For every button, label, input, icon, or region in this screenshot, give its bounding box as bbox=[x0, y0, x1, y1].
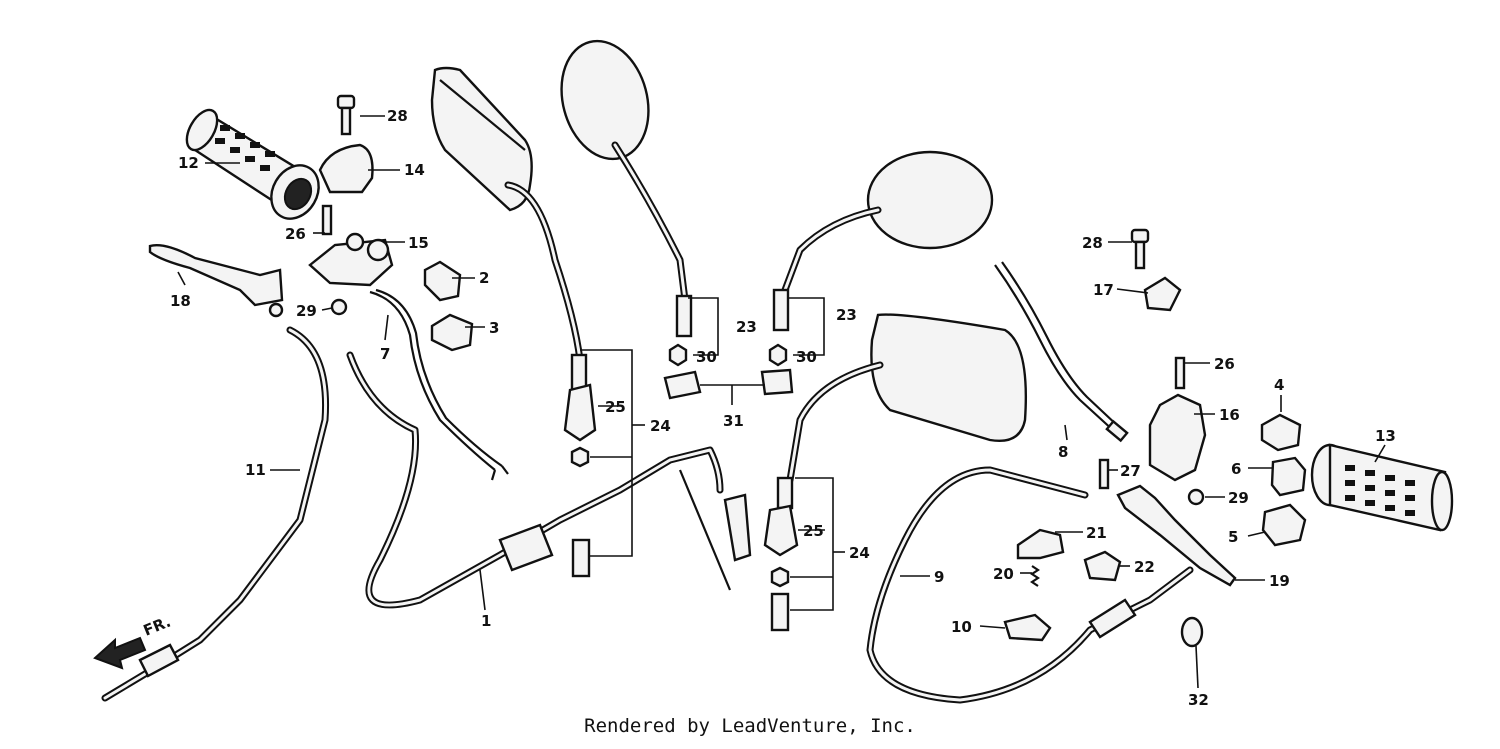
nut-30-left bbox=[668, 343, 688, 367]
nut-30-right bbox=[768, 343, 788, 367]
callout-23-left: 23 bbox=[736, 318, 757, 336]
callout-6: 6 bbox=[1231, 460, 1241, 478]
clamp-10 bbox=[1003, 613, 1052, 642]
screw-26-right bbox=[1174, 356, 1186, 390]
boot-25-right bbox=[763, 504, 799, 557]
callout-28-left: 28 bbox=[387, 107, 408, 125]
switch-3 bbox=[430, 313, 474, 352]
nut-24-left bbox=[570, 446, 590, 468]
callout-15: 15 bbox=[408, 234, 429, 252]
brake-lever-19 bbox=[1116, 484, 1237, 587]
callout-21: 21 bbox=[1086, 524, 1107, 542]
callout-22: 22 bbox=[1134, 558, 1155, 576]
callout-26-left: 26 bbox=[285, 225, 306, 243]
callout-27: 27 bbox=[1120, 462, 1141, 480]
callout-14: 14 bbox=[404, 161, 425, 179]
switch-harness-7 bbox=[369, 288, 509, 481]
render-credit: Rendered by LeadVenture, Inc. bbox=[584, 715, 916, 737]
boot-25-left bbox=[563, 383, 597, 442]
callout-30-right: 30 bbox=[796, 348, 817, 366]
callout-13: 13 bbox=[1375, 427, 1396, 445]
switch-cover-14 bbox=[318, 143, 374, 194]
spring-20 bbox=[1030, 565, 1040, 587]
screw-26-left bbox=[321, 204, 333, 236]
callout-5: 5 bbox=[1228, 528, 1238, 546]
callout-29-left: 29 bbox=[296, 302, 317, 320]
callout-25-right: 25 bbox=[803, 522, 824, 540]
nut-29-right bbox=[1187, 488, 1205, 506]
left-grip bbox=[185, 108, 320, 220]
nut-24-right bbox=[770, 566, 790, 588]
lever-pivot-bolt bbox=[268, 302, 284, 318]
holder-21 bbox=[1016, 528, 1065, 560]
switch-5 bbox=[1261, 503, 1307, 547]
callout-16: 16 bbox=[1219, 406, 1240, 424]
throttle-cable-1 bbox=[346, 351, 752, 609]
right-round-mirror bbox=[772, 150, 994, 332]
left-round-mirror bbox=[560, 39, 693, 338]
adapter-24-right bbox=[770, 592, 790, 632]
leader-lines bbox=[177, 115, 1386, 689]
switch-4 bbox=[1260, 413, 1302, 452]
callout-32: 32 bbox=[1188, 691, 1209, 709]
callout-25-left: 25 bbox=[605, 398, 626, 416]
clamp-17 bbox=[1143, 276, 1182, 312]
screw-28-left bbox=[336, 94, 356, 136]
callout-labels: 28 12 14 26 15 2 3 18 29 7 11 1 23 23 30… bbox=[170, 107, 1396, 709]
callout-24-right: 24 bbox=[849, 544, 870, 562]
switch-6 bbox=[1270, 456, 1307, 497]
callout-28-right: 28 bbox=[1082, 234, 1103, 252]
callout-2: 2 bbox=[479, 269, 489, 287]
adapter-24-left bbox=[571, 538, 591, 578]
callout-10: 10 bbox=[951, 618, 972, 636]
callout-26-right: 26 bbox=[1214, 355, 1235, 373]
brake-cable-9 bbox=[866, 466, 1194, 704]
adapter-31-left bbox=[663, 370, 702, 400]
screw-27 bbox=[1098, 458, 1110, 490]
callout-3: 3 bbox=[489, 319, 499, 337]
callout-8: 8 bbox=[1058, 443, 1068, 461]
stop-switch-wire-8 bbox=[994, 261, 1129, 443]
callout-30-left: 30 bbox=[696, 348, 717, 366]
lever-bracket-16 bbox=[1148, 393, 1207, 482]
callout-9: 9 bbox=[934, 568, 944, 586]
callout-20: 20 bbox=[993, 565, 1014, 583]
callout-29-right: 29 bbox=[1228, 489, 1249, 507]
callout-4: 4 bbox=[1274, 376, 1284, 394]
callout-7: 7 bbox=[380, 345, 390, 363]
nut-29-left bbox=[330, 298, 348, 316]
lever-bracket-15 bbox=[308, 232, 394, 287]
clutch-cable-11 bbox=[101, 326, 330, 702]
clip-32 bbox=[1180, 616, 1204, 648]
front-direction-label: FR. bbox=[141, 613, 174, 640]
clutch-lever-18 bbox=[148, 244, 284, 307]
left-rect-mirror bbox=[430, 66, 588, 392]
right-rect-mirror bbox=[776, 313, 1028, 510]
callout-12: 12 bbox=[178, 154, 199, 172]
callout-11: 11 bbox=[245, 461, 266, 479]
callout-19: 19 bbox=[1269, 572, 1290, 590]
callout-24-left: 24 bbox=[650, 417, 671, 435]
right-grip bbox=[1310, 443, 1454, 532]
callout-31: 31 bbox=[723, 412, 744, 430]
switch-2 bbox=[423, 260, 462, 302]
callout-17: 17 bbox=[1093, 281, 1114, 299]
adapter-31-right bbox=[760, 368, 794, 396]
callout-23-right: 23 bbox=[836, 306, 857, 324]
cover-22 bbox=[1083, 550, 1122, 582]
callout-18: 18 bbox=[170, 292, 191, 310]
screw-28-right bbox=[1130, 228, 1150, 270]
callout-1: 1 bbox=[481, 612, 491, 630]
